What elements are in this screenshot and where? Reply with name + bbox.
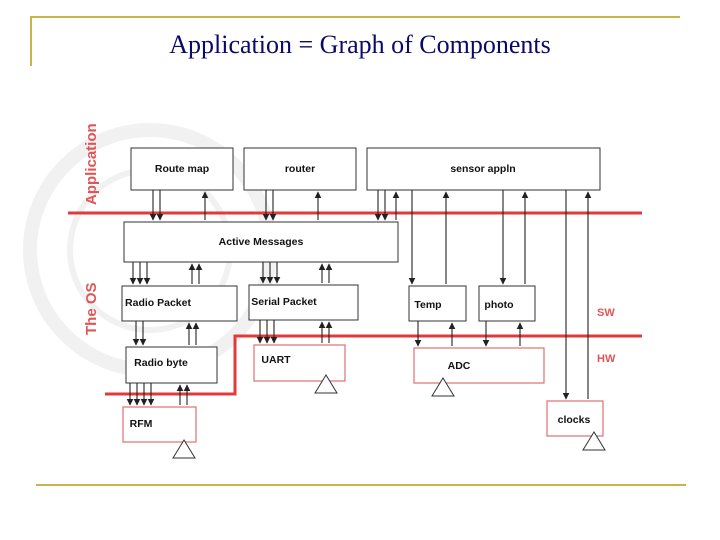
component-temp-label: Temp: [414, 299, 441, 311]
component-sensor-appln: sensor appln: [366, 147, 601, 191]
component-radio-packet-label: Radio Packet: [125, 297, 191, 309]
component-sensor-appln-label: sensor appln: [450, 163, 515, 175]
layer-label-os: The OS: [83, 282, 100, 335]
clocks-hw-triangle-icon: [582, 431, 606, 451]
component-temp: Temp: [408, 285, 467, 322]
component-adc-label: ADC: [448, 360, 471, 372]
component-photo-label: photo: [484, 299, 513, 311]
layer-label-sw: SW: [597, 307, 615, 319]
component-clocks-label: clocks: [558, 414, 591, 426]
layer-label-application: Application: [83, 123, 100, 205]
component-radio-byte-label: Radio byte: [134, 357, 188, 369]
component-route-map-label: Route map: [155, 163, 209, 175]
component-radio-byte: Radio byte: [125, 346, 218, 384]
adc-hw-triangle-icon: [431, 377, 455, 397]
component-route-map: Route map: [130, 147, 234, 191]
component-serial-packet-label: Serial Packet: [251, 296, 317, 308]
component-serial-packet: Serial Packet: [248, 284, 359, 321]
uart-hw-triangle-icon: [314, 374, 338, 394]
component-rfm-label: RFM: [130, 418, 153, 430]
sw-hw-boundary-line: [105, 334, 642, 396]
component-adc: ADC: [413, 347, 545, 397]
component-active-messages: Active Messages: [123, 221, 399, 263]
component-radio-packet: Radio Packet: [121, 285, 238, 322]
slide-frame-bottom: [36, 484, 686, 486]
component-router-label: router: [285, 163, 315, 175]
component-photo: photo: [478, 285, 536, 322]
component-clocks: clocks: [546, 400, 606, 451]
slide-frame-left: [30, 16, 32, 66]
layer-label-hw: HW: [597, 353, 616, 365]
rfm-hw-triangle-icon: [172, 439, 196, 459]
component-rfm: RFM: [122, 406, 197, 459]
component-active-messages-label: Active Messages: [219, 236, 304, 248]
component-router: router: [243, 147, 357, 191]
component-uart: UART: [253, 344, 346, 394]
slide-frame-top: [30, 16, 680, 18]
connection-arrows: [126, 190, 592, 406]
slide-title: Application = Graph of Components: [169, 30, 551, 59]
component-uart-label: UART: [261, 354, 291, 366]
